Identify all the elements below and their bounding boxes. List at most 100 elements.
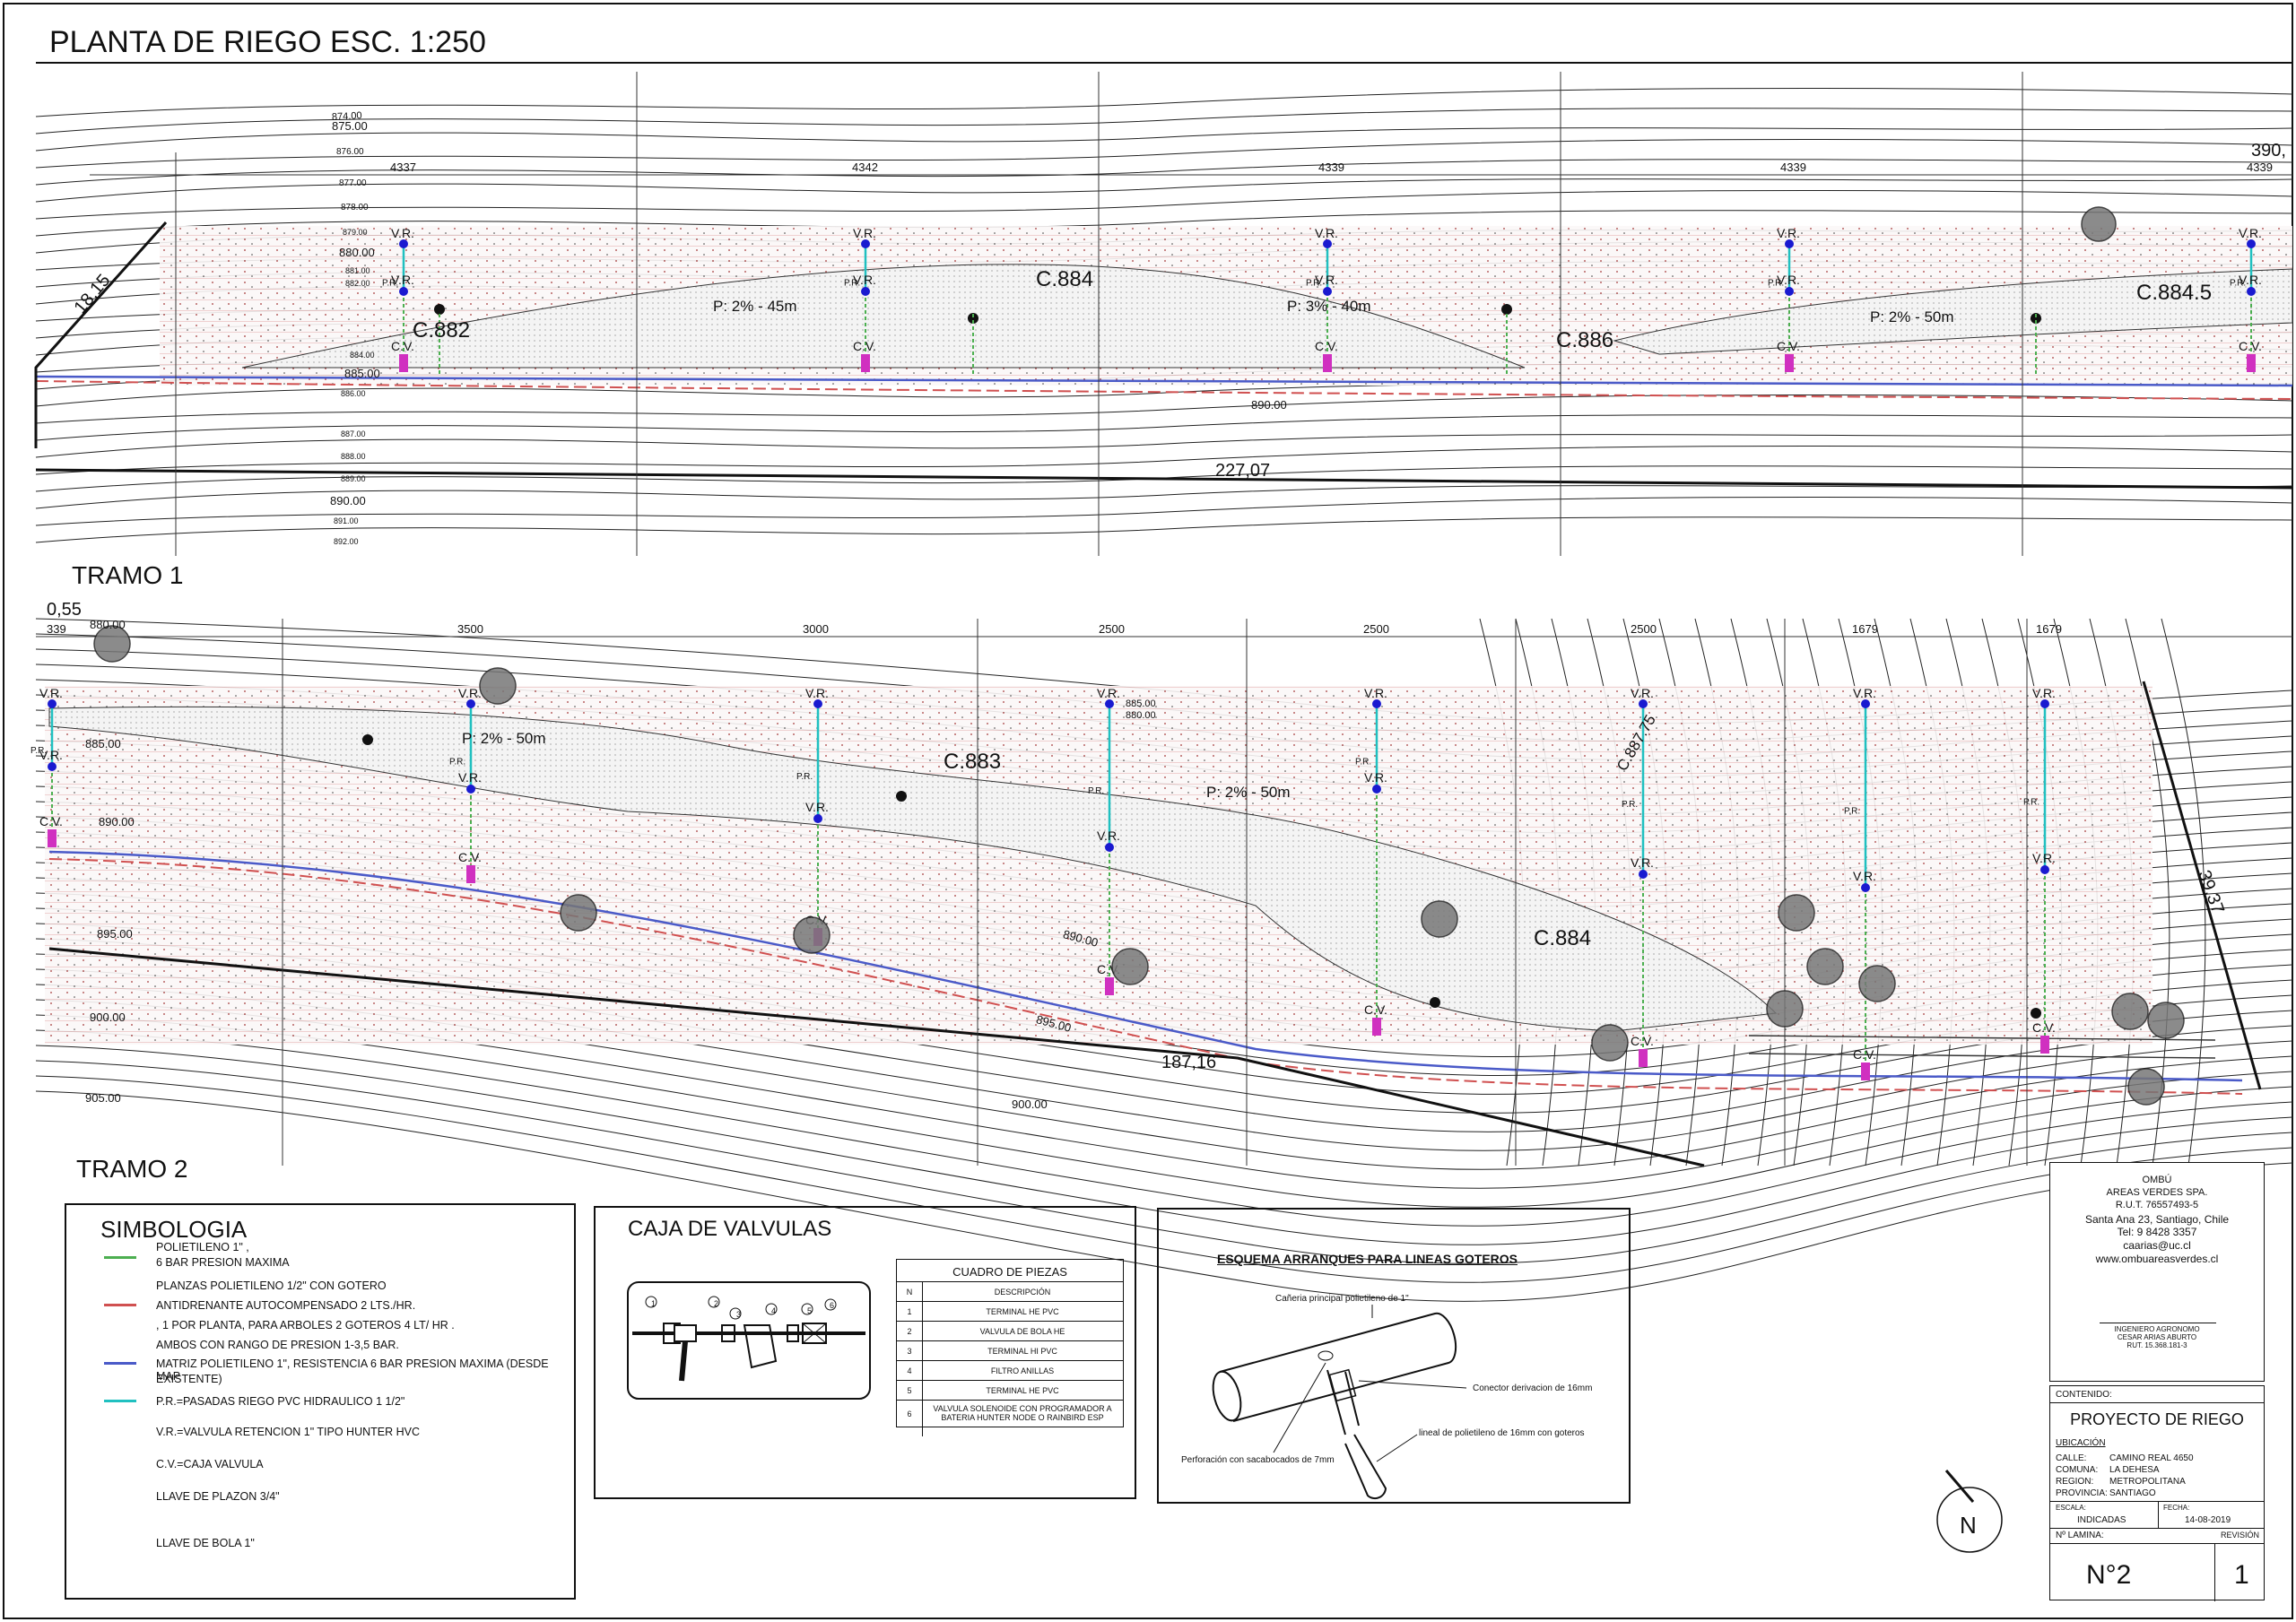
tramo1-contour-label-18: 892.00 [334,537,359,546]
t1-station-1-vr-valve [399,239,408,248]
tramo2-contour-label-5: 900.00 [90,1010,126,1024]
t1-station-4-vr-label: V.R. [1777,226,1800,240]
t2-llave-plazon [362,734,373,745]
company-block: OMBÚ AREAS VERDES SPA. R.U.T. 76557493-5… [2049,1162,2265,1382]
legend-title: SIMBOLOGIA [100,1216,248,1243]
valve-box-drawing [627,1281,871,1400]
t2-station-4-cv-box [1105,977,1114,995]
valve-box-fitting-3 [721,1324,735,1342]
tramo2-tree [1806,948,1844,985]
title-block: CONTENIDO: PROYECTO DE RIEGO UBICACIÓN C… [2049,1385,2265,1601]
lateral-label: lineal de polietileno de 16mm con gotero… [1419,1428,1585,1438]
t2-station-8-vr-valve [2040,865,2049,874]
tramo1-quillay-tree [2081,206,2117,242]
tramo1-contour-label-13: 887.00 [341,429,366,438]
tramo1-top-right-dim: 390, [2251,141,2286,160]
tramo1-contour-label-8: 881.00 [345,266,370,275]
tramo2-contour [35,1075,2293,1283]
tramo1-contour [35,496,2293,526]
callout-3: 3 [736,1310,742,1319]
tramo2-tree [1766,990,1804,1028]
company-email: caarias@uc.cl [2123,1239,2191,1252]
t2-station-6-pr-label: P.R. [1622,800,1638,810]
tramo2-contour-label-1: 880.00 [90,618,126,631]
tramo2-tree [793,916,831,954]
callout-2: 2 [714,1299,719,1308]
tramo1-slope-2: P: 3% - 40m [1287,298,1371,315]
tramo1-contour-label-5: 878.00 [341,203,369,213]
tramo2-contour-label-8: 880.00 [1126,710,1156,721]
tramo2-tree [93,625,131,663]
t2-station-7-cv-box [1861,1063,1870,1080]
t2-station-7-vr-valve [1861,883,1870,892]
company-name-2: AREAS VERDES SPA. [2106,1187,2208,1198]
t2-station-5-vr-label: V.R. [1364,770,1387,785]
t2-station-5-vr-label: V.R. [1364,686,1387,700]
valve-box-valve-handle [679,1340,688,1382]
drip-start-title: ESQUEMA ARRANQUES PARA LINEAS GOTEROS [1217,1252,1518,1266]
tramo2-dim-5: 2500 [1363,622,1389,636]
t1-station-5-cv-label: C.V. [2239,339,2262,353]
tramo2-tree [1421,900,1458,938]
t2-station-6-vr-valve [1639,870,1648,879]
tramo1-contour-label-19: 890.00 [1251,398,1287,412]
tramo1-dim-2: 4342 [852,160,878,174]
tramo1-contour-label-17: 891.00 [334,516,359,525]
t1-station-1-vr-label: V.R. [391,226,414,240]
tramo2-boundary [48,947,1705,1167]
tramo2-dim-8: 1679 [2036,622,2062,636]
revision-label: REVISIÓN [2221,1531,2260,1540]
t2-station-3-pr-label: P.R. [796,772,813,782]
t2-station-5-vr-valve [1372,699,1381,708]
tramo1-contour [35,434,2293,458]
tramo2-tree [479,667,517,705]
tramo1-lawn-area-2 [1613,268,2293,355]
t1-station-4-vr-valve [1785,239,1794,248]
tramo2-contour [35,1060,2293,1264]
t2-station-4-pr-label: P.R. [1088,786,1104,796]
t2-station-5-cv-label: C.V. [1364,1002,1387,1017]
callout-5: 5 [807,1306,813,1315]
escala-value: INDICADAS [2077,1515,2126,1525]
main-pipe-label: Cañeria principal polietileno de 1" [1275,1294,1409,1304]
tramo2-tree [2147,1002,2185,1039]
t2-station-5-vr-valve [1372,785,1381,794]
t2-station-4-vr-label: V.R. [1097,686,1120,700]
t2-station-7-pr-label: P.R. [1844,807,1860,817]
zone-c8845: C.884.5 [2136,281,2213,305]
t2-station-1-cv-box [48,829,57,847]
tramo1-contour-label-6: 879.00 [343,228,368,237]
escala-label: ESCALA: [2056,1504,2086,1512]
tramo2-drip-line [48,858,2243,1095]
tramo1-contour-label-15: 889.00 [341,474,366,483]
tramo1-dim-4: 4339 [1780,160,1806,174]
t2-station-1-vr-valve [48,762,57,771]
t1-station-2-vr-valve [861,239,870,248]
t1-station-3-cv-label: C.V. [1315,339,1338,353]
t2-station-6-cv-box [1639,1049,1648,1067]
t2-station-2-vr-label: V.R. [458,686,482,700]
company-name: OMBÚ [2142,1175,2172,1185]
callout-circle-3 [729,1307,742,1320]
tramo1-dim-3: 4339 [1318,160,1344,174]
t2-station-6-vr-label: V.R. [1631,855,1654,870]
t2-station-3-vr-label: V.R. [805,686,829,700]
zone-c883: C.883 [944,750,1002,774]
tramo1-plan: V.R.V.R.C.V.P.R.V.R.V.R.C.V.P.R.V.R.V.R.… [34,72,2293,556]
callout-1: 1 [651,1299,657,1308]
valve-box-title: CAJA DE VALVULAS [628,1217,832,1241]
main-pipe-end [1212,1370,1242,1422]
tramo1-boundary [34,221,168,448]
drip-start-panel: ESQUEMA ARRANQUES PARA LINEAS GOTEROS Ca… [1157,1208,1631,1504]
north-circle [1936,1487,2003,1553]
tb-divider-5 [2050,1543,2264,1544]
t2-station-6-vr-valve [1639,699,1648,708]
tramo2-label: TRAMO 2 [76,1155,188,1183]
tramo1-contour-label-7: 880.00 [339,246,375,259]
zone-c886: C.886 [1556,328,1614,352]
north-arrow-line [1944,1470,1975,1503]
tramo2-tree [1858,965,1896,1002]
tramo2-right-boundary [2142,681,2262,1090]
valve-box-filter [743,1324,778,1369]
tramo2-main-pipe [48,850,2243,1082]
